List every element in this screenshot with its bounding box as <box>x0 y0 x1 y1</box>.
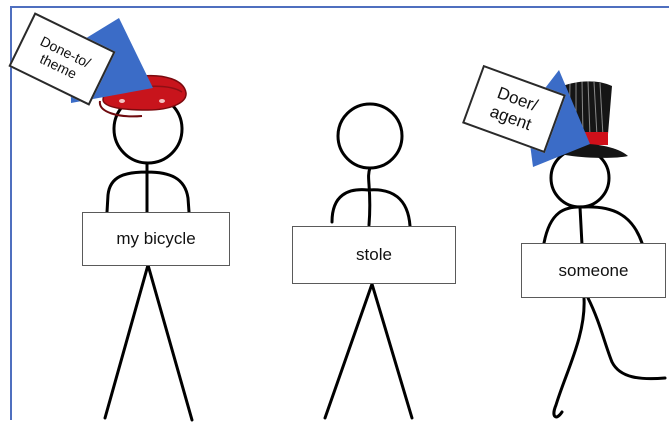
figure-2-arms <box>332 168 410 226</box>
sign-my-bicycle: my bicycle <box>82 212 230 266</box>
figure-3-arms <box>544 207 642 245</box>
figure-3-legs <box>554 298 665 417</box>
sign-someone: someone <box>521 243 666 298</box>
sign-stole: stole <box>292 226 456 284</box>
figure-1-arms <box>107 163 189 212</box>
figure-2-legs <box>325 284 412 418</box>
figure-1-legs <box>105 265 192 420</box>
figure-2-head <box>338 104 402 168</box>
